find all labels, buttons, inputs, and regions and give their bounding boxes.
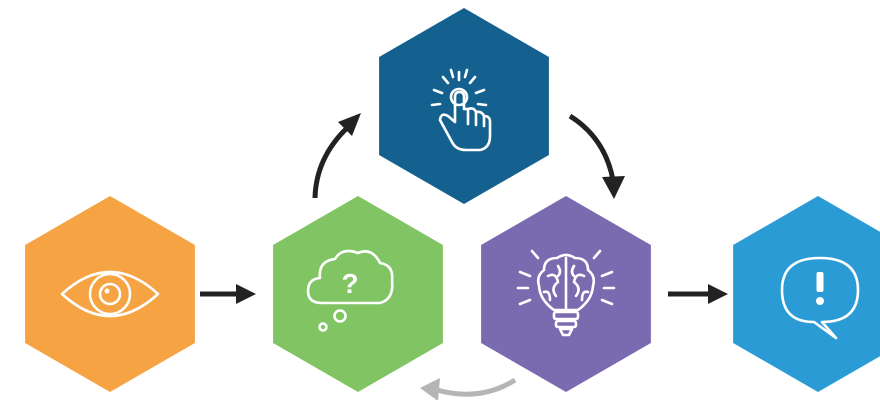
brain-lightbulb-icon bbox=[516, 249, 616, 337]
hexagon-respond bbox=[733, 196, 880, 392]
arrow-interact-to-think bbox=[568, 113, 625, 199]
touch-hand-icon bbox=[430, 68, 492, 152]
hexagon-observe bbox=[25, 196, 195, 392]
arrow-think-to-respond bbox=[668, 284, 728, 304]
speech-bubble-exclamation-icon bbox=[780, 256, 860, 340]
arrow-observe-to-question bbox=[200, 284, 256, 304]
arrow-think-to-question bbox=[420, 377, 517, 400]
eye-icon bbox=[60, 270, 160, 318]
svg-text:?: ? bbox=[341, 268, 358, 299]
thought-cloud-question-icon: ? bbox=[306, 249, 394, 332]
hexagon-question bbox=[273, 196, 443, 392]
arrow-question-to-interact bbox=[312, 113, 361, 199]
